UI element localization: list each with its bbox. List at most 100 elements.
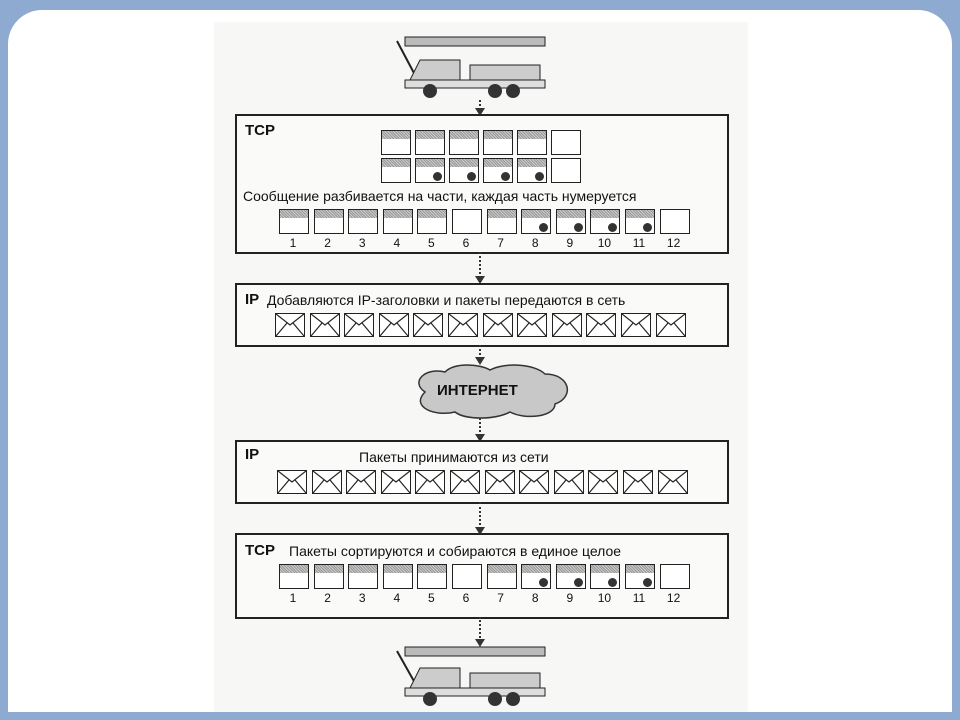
fragment-number: 11	[632, 591, 646, 605]
packet-envelope-icon	[448, 313, 478, 337]
message-fragment	[590, 209, 621, 234]
message-fragment	[348, 209, 379, 234]
arrow-down	[475, 418, 485, 442]
message-fragment	[449, 158, 479, 183]
internet-label: ИНТЕРНЕТ	[437, 382, 518, 399]
packet-envelope-icon	[275, 313, 305, 337]
fragment-number: 4	[393, 236, 401, 250]
packet-envelope-icon	[588, 470, 619, 494]
message-fragment	[415, 130, 445, 155]
message-fragment	[483, 158, 513, 183]
packet-envelope-icon	[344, 313, 375, 337]
packet-envelope-icon	[309, 313, 340, 337]
message-fragment	[555, 564, 586, 589]
fragment-number: 1	[289, 236, 297, 250]
tcp-assemble-box: TCP Пакеты сортируются и собираются в ед…	[235, 533, 729, 619]
packet-envelope-icon	[553, 470, 584, 494]
fragment-number: 10	[597, 591, 612, 605]
fragment-number: 10	[597, 236, 612, 250]
message-fragment	[382, 209, 413, 234]
tcp-label: TCP	[245, 542, 275, 559]
message-fragment	[551, 130, 581, 155]
message-fragment	[348, 564, 379, 589]
fragment-number: 6	[462, 591, 470, 605]
tcp-assemble-caption: Пакеты сортируются и собираются в единое…	[289, 543, 622, 559]
arrow-down	[475, 345, 485, 365]
packet-envelope-icon	[551, 313, 582, 337]
ip-label: IP	[245, 446, 260, 463]
message-fragment	[417, 209, 448, 234]
fragment-number: 8	[531, 591, 539, 605]
message-fragment	[483, 130, 513, 155]
message-fragment	[625, 209, 655, 234]
fragment-number: 4	[393, 591, 401, 605]
message-fragment	[555, 209, 586, 234]
message-fragment	[381, 158, 411, 183]
message-fragment	[381, 130, 411, 155]
packet-envelope-icon	[517, 313, 548, 337]
packet-envelope-icon	[621, 313, 651, 337]
arrow-down	[475, 617, 485, 647]
packet-envelope-icon	[311, 470, 342, 494]
fragment-number: 2	[324, 236, 331, 250]
message-fragment	[625, 564, 655, 589]
ip-send-caption: Добавляются IP-заголовки и пакеты переда…	[267, 292, 626, 308]
message-fragment	[382, 564, 413, 589]
packet-envelope-icon	[378, 313, 409, 337]
packet-envelope-icon	[415, 470, 446, 494]
arrow-down	[475, 502, 485, 535]
packet-envelope-icon	[655, 313, 686, 337]
ip-receive-caption: Пакеты принимаются из сети	[359, 449, 549, 465]
message-fragment	[551, 158, 581, 183]
ip-send-box: IP Добавляются IP-заголовки и пакеты пер…	[235, 283, 729, 347]
packet-envelope-icon	[450, 470, 480, 494]
message-fragment	[452, 564, 482, 589]
message-fragment	[279, 209, 309, 234]
message-fragment	[521, 564, 552, 589]
tcp-split-caption: Сообщение разбивается на части, каждая ч…	[243, 188, 637, 204]
fragment-number: 9	[566, 236, 574, 250]
fragment-number: 7	[497, 591, 504, 605]
packet-envelope-icon	[482, 313, 513, 337]
crane-truck-source	[396, 36, 546, 98]
message-fragment	[452, 209, 482, 234]
fragment-number: 8	[531, 236, 539, 250]
fragment-number: 1	[289, 591, 297, 605]
packet-envelope-icon	[586, 313, 617, 337]
message-fragment	[590, 564, 621, 589]
fragment-number: 12	[666, 591, 681, 605]
message-fragment	[517, 158, 547, 183]
message-fragment	[417, 564, 448, 589]
fragment-number: 2	[324, 591, 331, 605]
message-fragment	[449, 130, 479, 155]
message-fragment	[279, 564, 309, 589]
fragment-number: 3	[358, 236, 366, 250]
message-fragment	[486, 564, 517, 589]
message-fragment	[415, 158, 445, 183]
message-fragment	[521, 209, 552, 234]
fragment-number: 11	[632, 236, 646, 250]
fragment-number: 3	[358, 591, 366, 605]
message-fragment	[313, 209, 344, 234]
tcp-split-box: TCP Сообщение разбивается на части, кажд…	[235, 114, 729, 254]
tcp-label: TCP	[245, 122, 275, 139]
packet-envelope-icon	[413, 313, 444, 337]
fragment-number: 6	[462, 236, 470, 250]
ip-receive-box: IP Пакеты принимаются из сети	[235, 440, 729, 504]
message-fragment	[517, 130, 547, 155]
message-fragment	[659, 209, 690, 234]
crane-truck-destination	[396, 646, 546, 706]
ip-label: IP	[245, 291, 260, 308]
internet-cloud	[418, 364, 569, 419]
packet-envelope-icon	[484, 470, 515, 494]
packet-envelope-icon	[380, 470, 411, 494]
fragment-number: 12	[666, 236, 681, 250]
packet-envelope-icon	[623, 470, 653, 494]
fragment-number: 5	[428, 236, 435, 250]
packet-envelope-icon	[277, 470, 307, 494]
packet-envelope-icon	[519, 470, 550, 494]
message-fragment	[486, 209, 517, 234]
message-fragment	[659, 564, 690, 589]
packet-envelope-icon	[346, 470, 377, 494]
fragment-number: 7	[497, 236, 504, 250]
